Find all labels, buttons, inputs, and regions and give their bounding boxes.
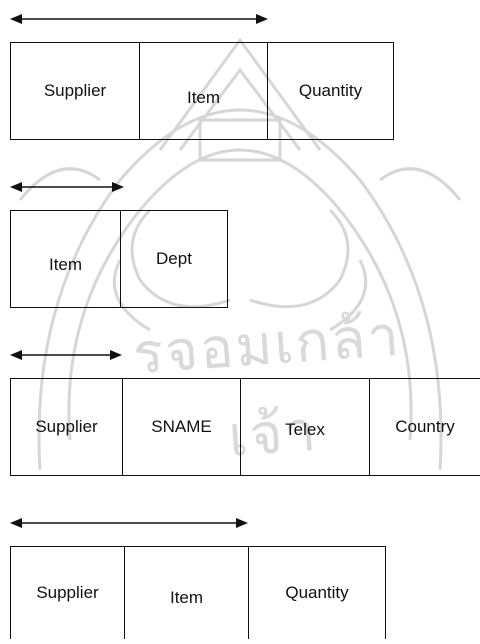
double-arrow-2 (10, 180, 124, 194)
table-cell-quantity: Quantity (298, 81, 363, 100)
table-cell-item: Item (11, 211, 121, 307)
table-cell-item: Item (125, 547, 249, 639)
table-cell-item: Item (140, 43, 268, 139)
table-cell-telex: Telex (241, 379, 370, 475)
table-cell-dept: Dept (156, 249, 192, 268)
table-cell-supplier: Supplier (11, 43, 140, 139)
table-cell-sname: SNAME (123, 379, 241, 475)
relation-table-supplier-sname-telex-country: Supplier SNAME Telex Country (10, 378, 480, 476)
relation-table-item-dept: Item Dept (10, 210, 228, 308)
double-arrow-1 (10, 12, 268, 26)
table-cell-supplier: Supplier (11, 379, 123, 475)
relation-table-supplier-item-quantity-2: Supplier Item Quantity (10, 546, 386, 639)
table-cell-quantity: Quantity (285, 583, 349, 602)
table-cell-country: Country (395, 417, 455, 436)
double-arrow-icon (10, 350, 122, 360)
double-arrow-icon (10, 14, 268, 24)
double-arrow-4 (10, 516, 248, 530)
double-arrow-icon (10, 518, 248, 528)
table-cell-supplier: Supplier (11, 547, 125, 639)
double-arrow-3 (10, 348, 122, 362)
double-arrow-icon (10, 182, 124, 192)
relation-table-supplier-item-quantity: Supplier Item Quantity (10, 42, 394, 140)
